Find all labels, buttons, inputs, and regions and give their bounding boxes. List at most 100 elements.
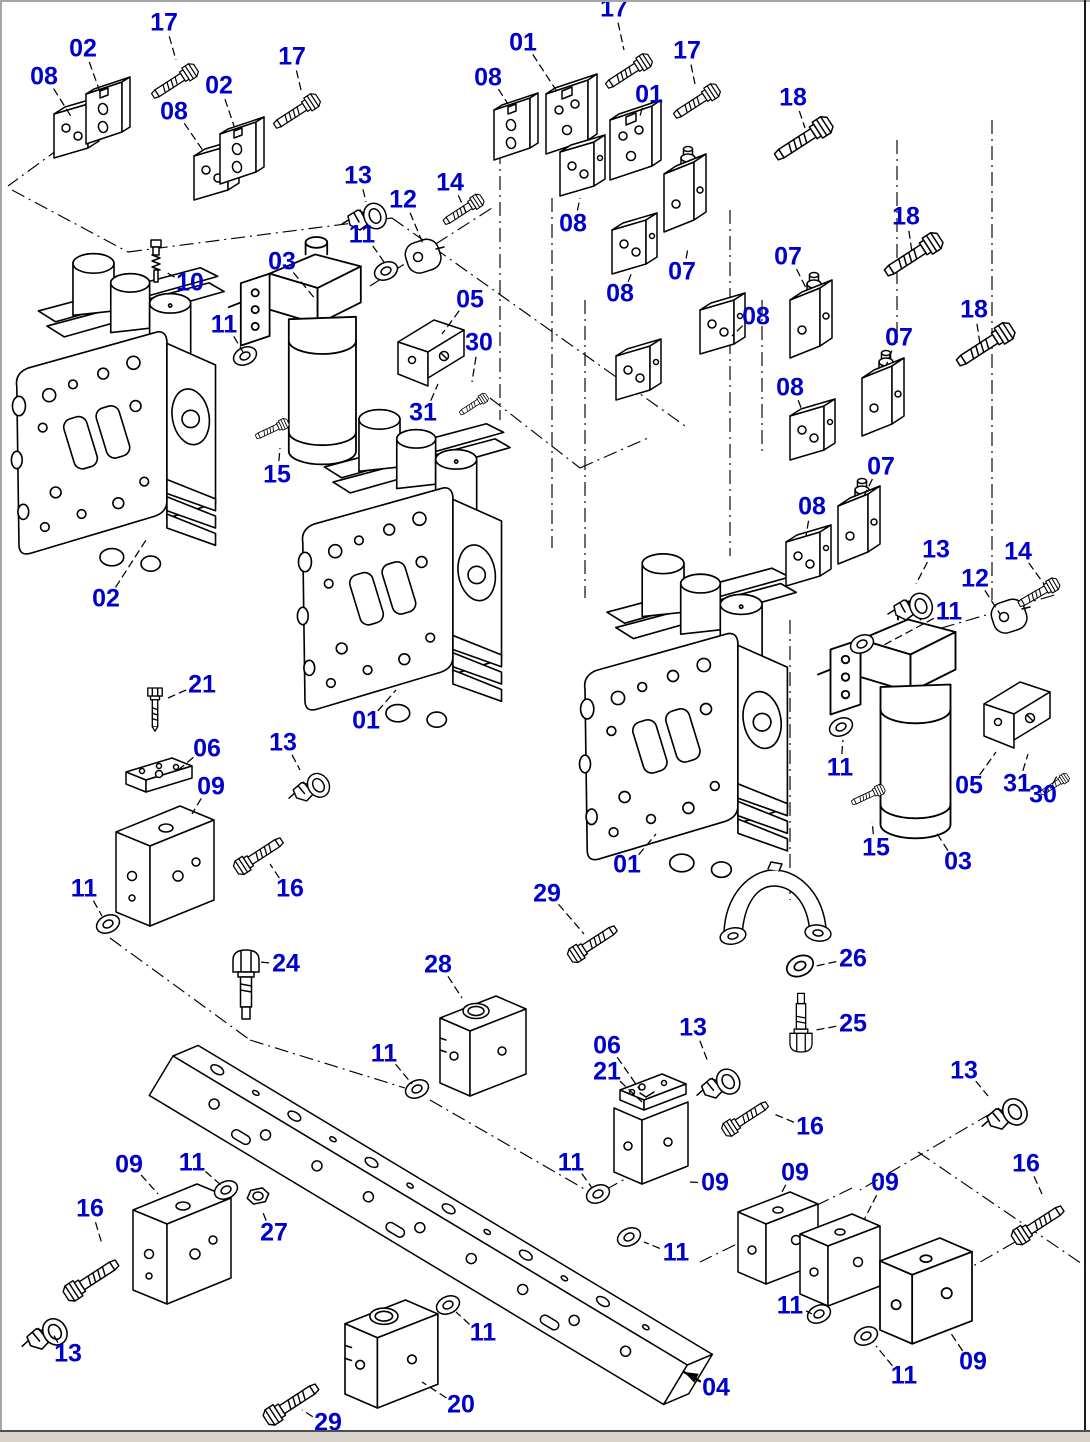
leader-line-01 [532,54,557,91]
leader-line-18 [908,230,913,253]
part-number-callout-09[interactable]: 09 [959,1347,987,1376]
part-number-callout-17[interactable]: 17 [150,8,178,37]
part-number-callout-01[interactable]: 01 [509,28,537,57]
part-number-callout-11[interactable]: 11 [935,597,963,626]
part-number-callout-16[interactable]: 16 [276,874,304,903]
part-number-callout-08[interactable]: 08 [160,97,188,126]
part-number-callout-14[interactable]: 14 [1004,537,1032,566]
part-number-callout-17[interactable]: 17 [278,42,306,71]
part-number-callout-25[interactable]: 25 [839,1009,867,1038]
part-number-callout-07[interactable]: 07 [867,452,895,481]
part-number-callout-08[interactable]: 08 [776,373,804,402]
leader-line-16 [94,1222,103,1245]
part-number-callout-17[interactable]: 17 [673,36,701,65]
part-number-callout-09[interactable]: 09 [115,1150,143,1179]
part-number-callout-20[interactable]: 20 [447,1390,475,1419]
part-number-callout-30[interactable]: 30 [465,328,493,357]
part-number-callout-07[interactable]: 07 [774,242,802,271]
part-number-callout-11[interactable]: 11 [370,1039,398,1068]
part-number-callout-07[interactable]: 07 [885,323,913,352]
part-number-callout-12[interactable]: 12 [961,564,989,593]
part-number-callout-13[interactable]: 13 [269,728,297,757]
part-number-callout-15[interactable]: 15 [862,833,890,862]
part-number-callout-26[interactable]: 26 [839,944,867,973]
part-number-callout-10[interactable]: 10 [176,268,204,297]
part-number-callout-11[interactable]: 11 [776,1291,804,1320]
part-number-callout-11[interactable]: 11 [348,220,376,249]
leader-line-24 [259,961,270,964]
part-number-callout-04[interactable]: 04 [702,1373,730,1402]
part-number-callout-09[interactable]: 09 [871,1168,899,1197]
part-number-callout-24[interactable]: 24 [272,949,300,978]
part-number-callout-13[interactable]: 13 [344,161,372,190]
part-number-callout-07[interactable]: 07 [668,257,696,286]
part-number-callout-11[interactable]: 11 [70,874,98,903]
leader-line-26 [815,960,837,967]
part-number-callout-08[interactable]: 08 [742,302,770,331]
part-number-callout-02[interactable]: 02 [92,584,120,613]
part-number-callout-02[interactable]: 02 [205,71,233,100]
part-number-callout-31[interactable]: 31 [409,398,437,427]
part-number-callout-11[interactable]: 11 [210,310,238,339]
part-number-callout-11[interactable]: 11 [826,753,854,782]
leader-line-02 [224,98,235,127]
part-number-callout-08[interactable]: 08 [606,279,634,308]
part-number-callout-12[interactable]: 12 [389,185,417,214]
leader-line-01 [377,689,397,712]
part-number-callout-01[interactable]: 01 [352,706,380,735]
part-number-callout-14[interactable]: 14 [436,168,464,197]
part-number-callout-16[interactable]: 16 [1012,1149,1040,1178]
part-number-callout-16[interactable]: 16 [76,1194,104,1223]
part-number-callout-18[interactable]: 18 [892,202,920,231]
part-number-callout-31[interactable]: 31 [1003,769,1031,798]
part-number-callout-01[interactable]: 01 [635,80,663,109]
part-number-callout-06[interactable]: 06 [193,734,221,763]
part-number-callout-27[interactable]: 27 [260,1218,288,1247]
part-number-callout-09[interactable]: 09 [197,772,225,801]
part-number-callout-13[interactable]: 13 [922,535,950,564]
part-number-callout-08[interactable]: 08 [798,492,826,521]
part-number-callout-21[interactable]: 21 [593,1057,621,1086]
part-number-callout-01[interactable]: 01 [613,850,641,879]
part-number-callout-03[interactable]: 03 [944,847,972,876]
part-number-callout-11[interactable]: 11 [469,1318,497,1347]
part-number-callout-08[interactable]: 08 [30,62,58,91]
part-number-callout-13[interactable]: 13 [950,1056,978,1085]
part-number-callout-11[interactable]: 11 [178,1148,206,1177]
frame-edge-right [1084,0,1086,1442]
part-number-callout-29[interactable]: 29 [533,879,561,908]
leader-line-17 [617,22,625,51]
part-number-callout-16[interactable]: 16 [796,1112,824,1141]
part-number-callout-11[interactable]: 11 [557,1148,585,1177]
part-number-callout-09[interactable]: 09 [701,1168,729,1197]
part-number-callout-18[interactable]: 18 [779,83,807,112]
leader-line-08 [797,400,803,411]
part-number-callout-15[interactable]: 15 [263,460,291,489]
part-number-callout-03[interactable]: 03 [268,247,296,276]
part-number-callout-05[interactable]: 05 [955,771,983,800]
part-number-callout-13[interactable]: 13 [54,1339,82,1368]
part-number-callout-11[interactable]: 11 [662,1238,690,1267]
part-number-callout-11[interactable]: 11 [890,1361,918,1390]
part-number-callout-08[interactable]: 08 [474,63,502,92]
leader-line-07 [863,478,873,497]
leader-line-16 [1033,1176,1043,1195]
part-number-callout-06[interactable]: 06 [593,1031,621,1060]
part-number-callout-30[interactable]: 30 [1029,780,1057,809]
leader-line-08 [53,88,73,119]
part-number-callout-28[interactable]: 28 [424,950,452,979]
part-number-callout-09[interactable]: 09 [781,1158,809,1187]
leader-line-06 [616,1056,641,1091]
part-number-callout-13[interactable]: 13 [679,1013,707,1042]
part-number-callout-02[interactable]: 02 [69,34,97,63]
part-number-callout-21[interactable]: 21 [188,670,216,699]
leader-line-09 [191,798,202,815]
part-number-callout-17[interactable]: 17 [600,0,628,23]
part-number-callout-08[interactable]: 08 [559,209,587,238]
leader-line-08 [183,122,205,153]
leader-line-08 [627,271,633,282]
part-number-callout-05[interactable]: 05 [456,285,484,314]
part-number-callout-18[interactable]: 18 [960,295,988,324]
leader-line-03 [292,272,317,301]
leader-line-11 [643,1241,661,1250]
